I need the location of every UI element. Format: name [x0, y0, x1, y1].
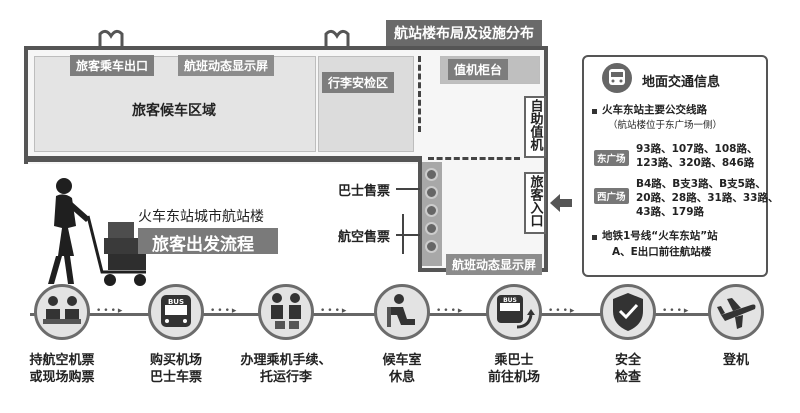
flag-icon-right — [324, 29, 350, 48]
counter-seat — [425, 168, 438, 181]
flow-arrow: •••▸ — [548, 306, 577, 316]
counter-seat — [425, 204, 438, 217]
step-label-6: 安全 检查 — [580, 352, 676, 386]
plan-title: 航站楼布局及设施分布 — [386, 20, 542, 46]
metro-line-2: A、E出口前往航站楼 — [612, 246, 712, 258]
step-label-line2: 巴士车票 — [149, 370, 202, 385]
divider-dashed-vertical — [418, 56, 421, 132]
step-circle-security — [600, 284, 656, 340]
counter-seat — [425, 186, 438, 199]
step-label-line1: 登机 — [722, 353, 749, 368]
hero-title-banner — [138, 228, 278, 254]
entrance-arrow-icon — [550, 194, 572, 212]
step-label-line2: 休息 — [388, 370, 415, 385]
bus-note: （航站楼位于东广场一侧） — [608, 120, 723, 131]
step-label-line1: 购买机场 — [149, 353, 202, 368]
step-label-1: 持航空机票 或现场购票 — [14, 352, 110, 386]
bullet-icon — [592, 235, 597, 240]
ground-transport-title: 地面交通信息 — [642, 75, 721, 90]
bus-icon-text: BUS — [168, 298, 184, 306]
hero-subtitle: 火车东站城市航站楼 — [138, 209, 264, 225]
step-label-line2: 托运行李 — [259, 370, 312, 385]
self-checkin-label: 自助值机 — [524, 96, 546, 158]
flight-display-top-label: 航班动态显示屏 — [178, 55, 275, 76]
self-checkin-text: 自助值机 — [527, 99, 543, 151]
bullet-icon — [592, 109, 597, 114]
ground-transport-panel: 地面交通信息 火车东站主要公交线路 （航站楼位于东广场一侧） 东广场 93路、1… — [582, 55, 778, 277]
flag-icon-left — [98, 29, 124, 48]
air-ticket-pointer — [396, 234, 420, 236]
seated-person-icon — [387, 294, 415, 327]
west-lines-3: 43路、179路 — [636, 206, 705, 218]
step-label-4: 候车室 休息 — [354, 352, 450, 386]
bus-ride-icon-text: BUS — [503, 297, 517, 304]
bus-ride-icon: BUS — [497, 295, 535, 329]
step-label-5: 乘巴士 前往机场 — [466, 352, 562, 386]
airplane-icon — [717, 298, 756, 329]
bus-heading: 火车东站主要公交线路 — [602, 104, 707, 116]
bus-ticket-pointer — [396, 188, 420, 190]
step-label-line1: 候车室 — [382, 353, 422, 368]
step-label-line2: 检查 — [614, 370, 641, 385]
west-square-chip: 西广场 — [594, 188, 629, 204]
checkin-counter-label: 值机柜台 — [448, 59, 509, 80]
waiting-area-label: 旅客候车区域 — [132, 103, 216, 119]
bus-ticket-label: 巴士售票 — [338, 184, 391, 199]
step-circle-waiting — [374, 284, 430, 340]
hero-title: 旅客出发流程 — [152, 235, 254, 255]
flow-arrow: •••▸ — [662, 306, 691, 316]
step-label-line1: 办理乘机手续、 — [240, 353, 332, 368]
west-lines-2: 20路、28路、31路、33路、 — [636, 192, 779, 204]
step-label-2: 购买机场 巴士车票 — [128, 352, 224, 386]
flow-arrow: •••▸ — [320, 306, 349, 316]
step-label-line1: 乘巴士 — [494, 353, 534, 368]
air-ticket-label: 航空售票 — [338, 230, 391, 245]
flow-arrow: •••▸ — [96, 306, 125, 316]
flow-arrow: •••▸ — [436, 306, 465, 316]
passenger-exit-label: 旅客乘车出口 — [70, 55, 155, 76]
flight-display-bottom-label: 航班动态显示屏 — [446, 254, 543, 275]
counter-seat — [425, 240, 438, 253]
bus-badge-icon — [602, 63, 632, 93]
traveller-illustration — [48, 178, 146, 286]
step-circle-bus-ride: BUS — [486, 284, 542, 340]
step-circle-boarding — [708, 284, 764, 340]
flow-arrow: •••▸ — [210, 306, 239, 316]
step-circle-ticket — [34, 284, 90, 340]
east-lines-1: 93路、107路、108路、 — [636, 143, 758, 155]
ticket-counter-icon — [43, 296, 81, 324]
ticket-bracket — [402, 214, 404, 254]
divider-dashed-horizontal — [428, 157, 520, 160]
east-square-chip: 东广场 — [594, 150, 629, 166]
luggage-check-label: 行李安检区 — [322, 72, 395, 93]
passenger-entrance-text: 旅客入口 — [527, 175, 543, 227]
passenger-entrance-label[interactable]: 旅客入口 — [524, 172, 546, 234]
east-lines-2: 123路、320路、846路 — [636, 157, 755, 169]
step-label-line1: 持航空机票 — [29, 353, 95, 368]
step-label-line2: 或现场购票 — [29, 370, 95, 385]
step-label-line2: 前往机场 — [487, 370, 540, 385]
west-lines-1: B4路、B支3路、B支5路、 — [636, 178, 766, 190]
metro-line-1: 地铁1号线“火车东站”站 — [602, 230, 718, 242]
step-label-7: 登机 — [688, 352, 784, 369]
bus-icon: BUS — [161, 295, 191, 327]
step-circle-bus-ticket: BUS — [148, 284, 204, 340]
step-circle-checkin — [258, 284, 314, 340]
counter-seat — [425, 222, 438, 235]
step-label-3: 办理乘机手续、 托运行李 — [234, 352, 338, 386]
building-ledge — [24, 156, 422, 162]
step-label-line1: 安全 — [614, 353, 641, 368]
shield-check-icon — [613, 293, 643, 331]
checkin-baggage-icon — [271, 293, 301, 329]
luggage-check-zone — [318, 56, 414, 152]
